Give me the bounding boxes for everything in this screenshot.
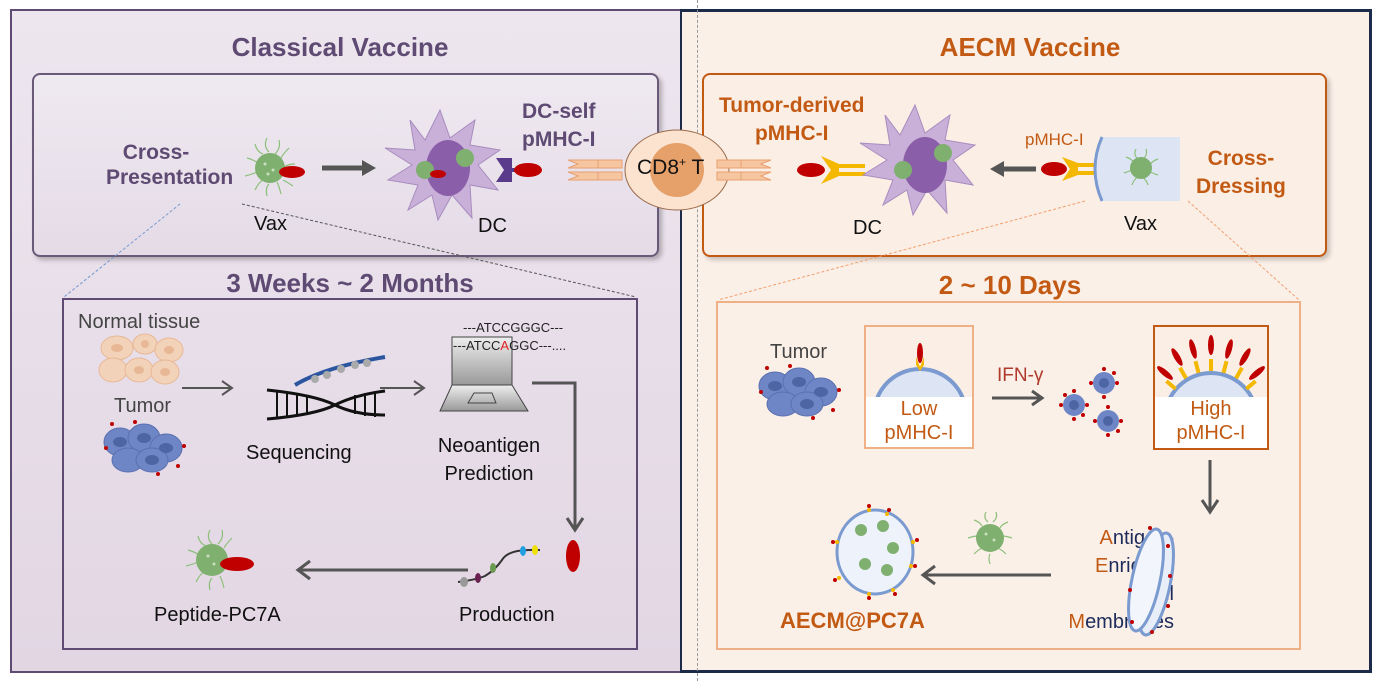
dc-label-left: DC (478, 215, 507, 237)
aecm-vaccine-title: AECM Vaccine (939, 32, 1121, 62)
normal-tissue-icon (98, 333, 184, 385)
laptop-icon (439, 336, 529, 412)
low-pmhc-box: Low pMHC-I (864, 325, 974, 449)
tumor-derived-mhc-icon (716, 156, 865, 184)
production-label: Production (459, 604, 555, 626)
tumor-derived-pmhc-label: Tumor-derived pMHC-I (719, 92, 864, 148)
vax-nanoparticle-icon (244, 137, 305, 197)
cross-presentation-line2: Presentation (106, 166, 234, 189)
high-pmhc-label: High pMHC-I (1155, 397, 1267, 448)
guide-line-left-b (241, 203, 637, 298)
tumor-cells-right-icon (758, 364, 841, 420)
initial-m: M (1068, 611, 1086, 633)
tumor-seq-suffix: GGC---.... (509, 338, 567, 353)
sequencing-label: Sequencing (246, 442, 352, 464)
vax-label-left: Vax (254, 213, 287, 235)
cross-dressing-line1: Cross- (1207, 147, 1275, 170)
cd8-text: CD8 (637, 156, 680, 179)
dendritic-cell-icon (384, 108, 502, 222)
center-divider (697, 0, 698, 681)
peptide-pc7a-label: Peptide-PC7A (154, 604, 281, 626)
cross-dressing-label: Cross- Dressing (1196, 145, 1286, 201)
arrow-to-prediction-icon (380, 380, 426, 396)
high-line2: pMHC-I (1176, 422, 1246, 444)
guide-line-right-a (717, 200, 1086, 301)
aecm-workflow-box (716, 301, 1301, 650)
tumor-label-right: Tumor (770, 341, 828, 363)
tumor-label-left: Tumor (114, 395, 172, 417)
arrow-ifn-icon (992, 389, 1045, 407)
tumor-sequence: ---ATCCAGGC---.... (453, 338, 566, 353)
ifn-gamma-label: IFN-γ (997, 365, 1044, 386)
arrow-to-sequencing-icon (182, 380, 234, 396)
classical-workflow-box (62, 298, 638, 650)
arrow-to-aecm-icon (920, 564, 1051, 586)
pc7a-nanoparticle-icon (967, 511, 1013, 565)
low-line2: pMHC-I (884, 422, 954, 444)
vax-pmhc-label: pMHC-I (1025, 130, 1084, 149)
arrow-left-icon (990, 161, 1036, 177)
cross-presentation-line1: Cross- (122, 141, 190, 164)
cross-presentation-box (32, 73, 659, 257)
dc-self-line1: DC-self (522, 100, 596, 123)
low-pmhc-label: Low pMHC-I (866, 397, 972, 447)
low-line1: Low (900, 398, 938, 420)
dc-label-right: DC (853, 217, 882, 239)
guide-line-right-b (1187, 200, 1300, 301)
dna-sequencing-icon (266, 355, 386, 421)
aecm-pc7a-label: AECM@PC7A (780, 608, 925, 633)
normal-tissue-label: Normal tissue (78, 311, 201, 333)
tumor-cells-icon (103, 420, 186, 476)
cross-dressed-vax-icon (1041, 136, 1180, 202)
initial-e: E (1095, 555, 1109, 577)
dc-self-line2: pMHC-I (522, 128, 596, 151)
arrow-to-product-icon (295, 559, 468, 581)
normal-sequence: ---ATCCGGGC--- (463, 320, 564, 335)
peptide-pc7a-icon (185, 529, 254, 591)
dc-self-mhc-icon (496, 158, 623, 182)
high-pmhc-box: High pMHC-I (1153, 325, 1269, 450)
classical-timeline: 3 Weeks ~ 2 Months (226, 268, 474, 298)
vax-label-right: Vax (1124, 213, 1157, 235)
peptide-chain-icon (457, 540, 580, 587)
aecm-pc7a-icon (831, 504, 919, 600)
cd8-t-cell-icon (624, 129, 730, 211)
high-line1: High (1190, 398, 1232, 420)
prediction-line1: Neoantigen (437, 435, 541, 457)
guide-line-left-a (63, 203, 181, 298)
cross-presentation-label: Cross- (106, 140, 206, 166)
cd8-superscript: + (679, 155, 687, 169)
initial-a: A (1099, 527, 1113, 549)
cell-membranes-icon (1127, 526, 1175, 637)
classical-vaccine-title: Classical Vaccine (231, 32, 449, 62)
dendritic-cell-right-icon (859, 103, 977, 217)
stimulated-tumor-cells-icon (1059, 367, 1123, 437)
neoantigen-prediction-label: Neoantigen Prediction (430, 432, 548, 488)
tumor-derived-line2: pMHC-I (754, 122, 829, 145)
cross-dressing-line2: Dressing (1196, 175, 1286, 198)
tumor-seq-prefix: ---ATCC (453, 338, 501, 353)
dc-self-pmhc-label: DC-self pMHC-I (522, 98, 596, 154)
arrow-down-icon (1200, 460, 1220, 515)
mutation-base: A (500, 338, 510, 353)
t-cell-text: T (686, 156, 705, 179)
arrow-right-icon (322, 160, 376, 176)
tumor-derived-line1: Tumor-derived (719, 94, 865, 117)
arrow-to-production-icon (532, 381, 585, 533)
aecm-timeline: 2 ~ 10 Days (938, 270, 1082, 300)
cd8-t-cell-label: CD8+ T (637, 155, 704, 180)
prediction-line2: Prediction (444, 463, 534, 485)
